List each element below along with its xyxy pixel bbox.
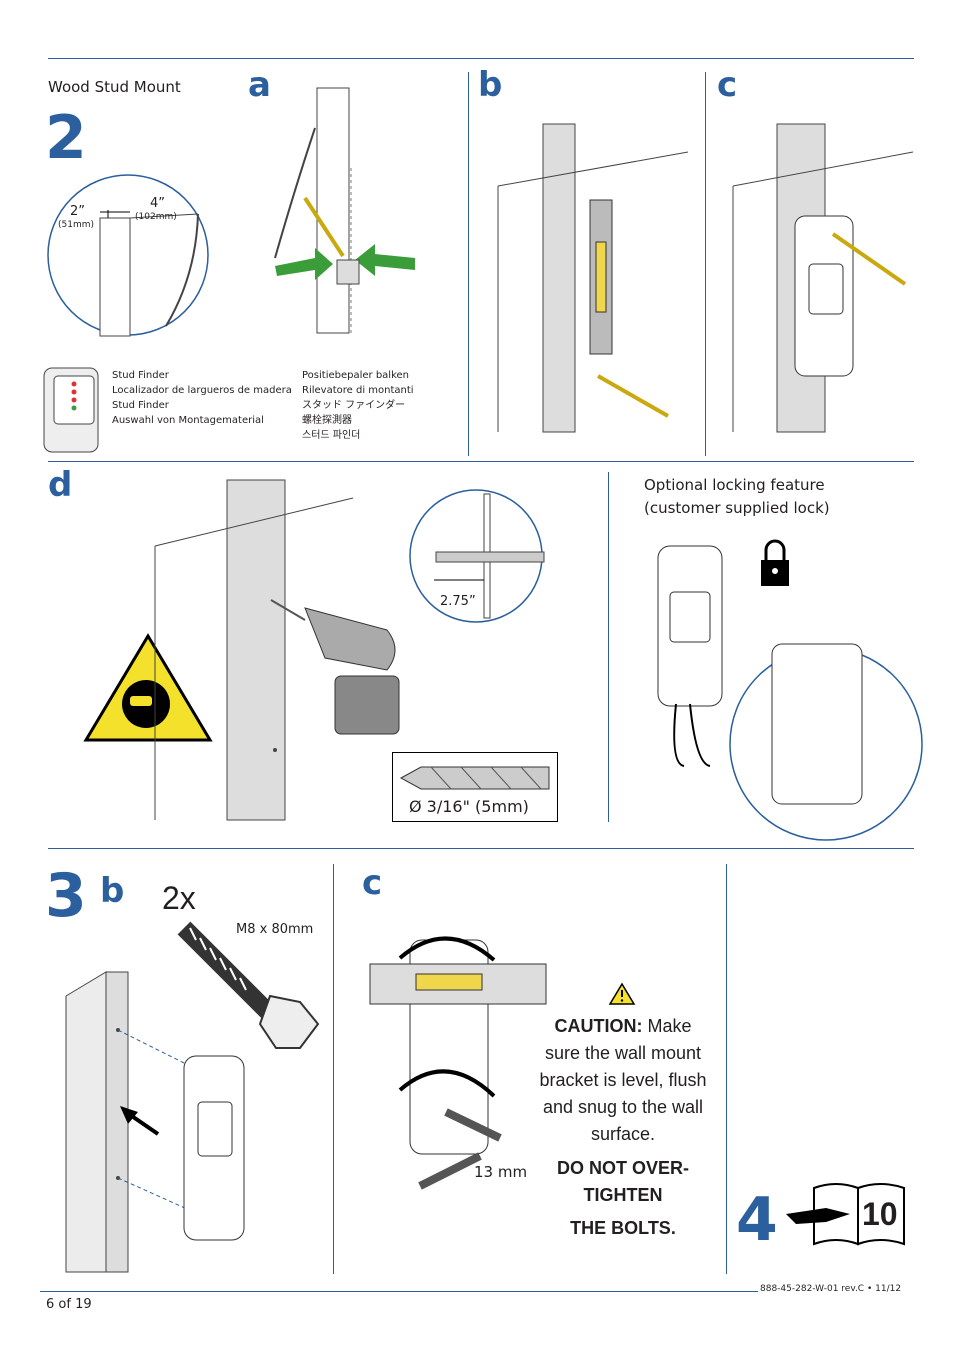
warning-line-2: TIGHTEN bbox=[583, 1185, 663, 1205]
panel-letter-3b: b bbox=[100, 871, 125, 911]
footer-rule bbox=[40, 1291, 758, 1292]
label-nl: Positiebepaler balken bbox=[302, 370, 410, 381]
label-en: Stud Finder bbox=[112, 370, 169, 381]
caution-block: CAUTION: Make sure the wall mount bracke… bbox=[536, 1013, 710, 1148]
panel-letter-d: d bbox=[48, 465, 73, 505]
panel-letter-3c: c bbox=[362, 863, 383, 903]
bracket-marking-illustration bbox=[732, 123, 914, 433]
warning-line-3: THE BOLTS. bbox=[570, 1218, 676, 1238]
panel-letter-b: b bbox=[478, 65, 503, 105]
stud-finder-labels-1: Stud Finder Localizador de largueros de … bbox=[112, 368, 292, 428]
top-rule bbox=[48, 58, 914, 59]
wrench-size: 13 mm bbox=[474, 1163, 528, 1181]
tighten-bolts-illustration bbox=[369, 936, 547, 1190]
refer-to-page-icon bbox=[786, 1183, 905, 1246]
caution-icon bbox=[608, 982, 636, 1005]
refer-page-number: 10 bbox=[862, 1196, 898, 1232]
stud-finder-icon bbox=[43, 367, 99, 453]
caution-text: Make sure the wall mount bracket is leve… bbox=[539, 1016, 707, 1144]
drill-depth-label: 2.75” bbox=[440, 594, 476, 609]
optional-lock-line-2: (customer supplied lock) bbox=[644, 499, 830, 517]
panel-letter-a: a bbox=[248, 65, 271, 105]
warning-line-1: DO NOT OVER- bbox=[556, 1158, 689, 1178]
section-title: Wood Stud Mount bbox=[48, 78, 181, 96]
divider-3b-3c bbox=[333, 864, 334, 1274]
overtighten-warning: DO NOT OVER- TIGHTEN THE BOLTS. bbox=[536, 1155, 710, 1242]
bolt-size: M8 x 80mm bbox=[236, 922, 314, 937]
bracket-install-illustration bbox=[65, 971, 245, 1273]
row-rule-3 bbox=[48, 848, 914, 849]
stud-width-label: 4” bbox=[150, 196, 166, 211]
label-es: Localizador de largueros de madera bbox=[112, 385, 292, 396]
drill-bit-size: Ø 3/16" (5mm) bbox=[409, 797, 529, 816]
label-fr: Stud Finder bbox=[112, 400, 169, 411]
label-de: Auswahl von Montagematerial bbox=[112, 415, 264, 426]
optional-lock-line-1: Optional locking feature bbox=[644, 476, 825, 494]
label-zh: 螺栓探測器 bbox=[302, 415, 352, 426]
page-number: 6 of 19 bbox=[46, 1297, 92, 1312]
label-it: Rilevatore di montanti bbox=[302, 385, 414, 396]
padlock-icon bbox=[761, 539, 789, 586]
caution-label: CAUTION: bbox=[554, 1016, 643, 1036]
stud-dimension-diagram bbox=[47, 174, 209, 337]
drill-depth-detail bbox=[409, 489, 545, 623]
stud-depth-mm: (51mm) bbox=[58, 220, 95, 230]
label-ko: 스터드 파인더 bbox=[302, 430, 361, 441]
lag-bolt-icon bbox=[177, 921, 320, 1049]
row-rule-2 bbox=[48, 461, 914, 462]
doc-code: 888-45-282-W-01 rev.C • 11/12 bbox=[760, 1284, 902, 1294]
stud-finder-labels-2: Positiebepaler balken Rilevatore di mont… bbox=[302, 368, 414, 443]
stud-depth-label: 2” bbox=[70, 204, 86, 219]
drilling-illustration bbox=[154, 479, 400, 821]
step-number-3: 3 bbox=[45, 861, 87, 931]
step-number-4: 4 bbox=[736, 1185, 778, 1255]
optional-lock-text: Optional locking feature (customer suppl… bbox=[644, 474, 830, 520]
step-number-2: 2 bbox=[45, 103, 87, 173]
divider-3c-4 bbox=[726, 864, 727, 1274]
divider-ab bbox=[468, 72, 469, 456]
stud-width-mm: (102mm) bbox=[135, 212, 177, 222]
lock-bracket-illustration bbox=[657, 545, 923, 841]
label-ja: スタッド ファインダー bbox=[302, 400, 406, 411]
stud-finder-illustration bbox=[274, 87, 415, 334]
eye-protection-warning-icon bbox=[83, 633, 213, 742]
drill-bit-icon bbox=[399, 766, 550, 790]
bolt-quantity: 2x bbox=[162, 880, 196, 916]
panel-letter-c: c bbox=[717, 65, 738, 105]
divider-lock bbox=[608, 472, 609, 822]
level-marking-illustration bbox=[497, 123, 689, 433]
divider-bc bbox=[705, 72, 706, 456]
drill-bit-box: Ø 3/16" (5mm) bbox=[392, 752, 558, 822]
